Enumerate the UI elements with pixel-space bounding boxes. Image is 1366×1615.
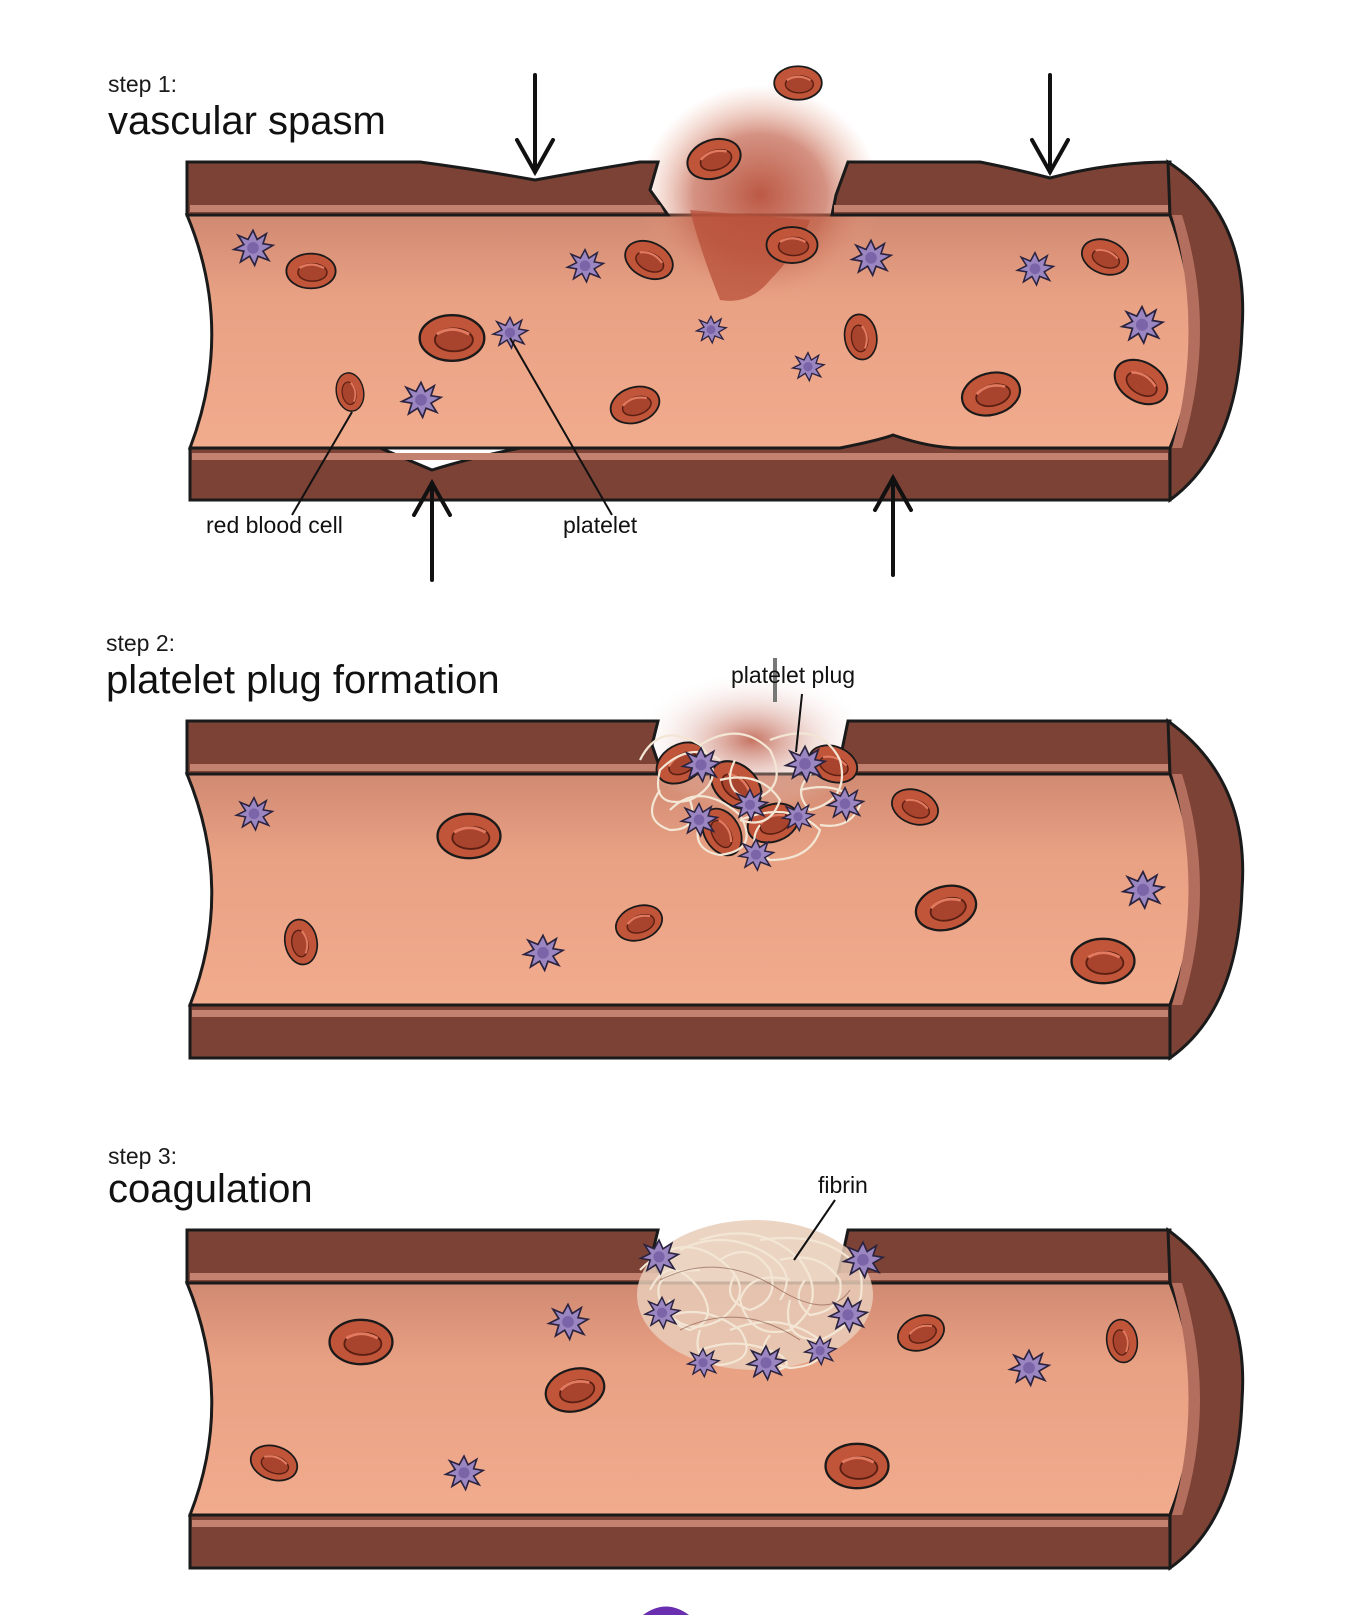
bleed-cloud [640, 85, 880, 305]
wall-highlight [192, 453, 1168, 460]
blood-vessel-3 [184, 1226, 1245, 1571]
arrow-up-icon [873, 473, 913, 577]
endcap-inner [1172, 774, 1200, 1005]
step-1-title: vascular spasm [108, 99, 386, 143]
platelet-plug [639, 732, 865, 872]
platelet-plug-leader [795, 693, 803, 753]
red-blood-cell-leader [291, 411, 353, 516]
blood-vessel-1 [184, 85, 1245, 503]
wall-highlight [190, 764, 662, 771]
red-blood-cell-icon [284, 252, 338, 290]
red-blood-cell-icon [765, 225, 819, 265]
red-blood-cell-icon [328, 1318, 394, 1366]
red-blood-cell-icon [418, 313, 486, 363]
vessel-wall-top-right [834, 719, 1172, 776]
fibrin-clot [637, 1220, 884, 1381]
red-blood-cell-label: red blood cell [206, 512, 343, 538]
endcap-inner [1172, 215, 1200, 448]
fibrin-label: fibrin [818, 1172, 868, 1198]
step-2-title: platelet plug formation [106, 658, 500, 702]
red-blood-cell-icon [772, 64, 824, 102]
arrow-up-icon [412, 478, 452, 582]
partial-purple-mark [643, 1606, 689, 1615]
wall-highlight [838, 764, 1168, 771]
step-3-section: step 3: coagulation [108, 1143, 1245, 1571]
step-1-section: step 1: vascular spasm [108, 64, 1245, 582]
step-1-label: step 1: [108, 71, 177, 97]
platelet-leader [509, 337, 613, 516]
wall-highlight [838, 1273, 1168, 1280]
wall-highlight [192, 1010, 1168, 1017]
vessel-wall-top-left [185, 719, 665, 776]
vessel-wall-bottom [188, 433, 1172, 502]
endcap-inner [1172, 1283, 1200, 1515]
step-3-label: step 3: [108, 1143, 177, 1169]
vessel-wall-top-left [185, 160, 671, 217]
arrow-down-icon [1030, 73, 1070, 177]
platelet-plug-label: platelet plug [731, 662, 855, 688]
clot-base [637, 1220, 873, 1370]
wall-highlight [192, 1520, 1168, 1527]
fibrin-mesh-icon [639, 732, 862, 862]
arrow-down-icon [515, 73, 555, 177]
vessel-lumen [184, 772, 1194, 1007]
platelet-label: platelet [563, 512, 638, 538]
wall-highlight [190, 1273, 662, 1280]
wall-highlight [190, 205, 664, 212]
red-blood-cell-icon [1070, 937, 1136, 985]
wall-highlight [834, 205, 1168, 212]
blood-vessel-2 [184, 670, 1245, 1061]
step-3-title: coagulation [108, 1167, 313, 1211]
red-blood-cell-icon [436, 812, 502, 860]
red-blood-cell-icon [824, 1442, 890, 1490]
step-2-label: step 2: [106, 630, 175, 656]
step-2-section: step 2: platelet plug formation [106, 630, 1245, 1061]
fibrin-leader [793, 1199, 836, 1261]
text-cursor-mark [773, 658, 777, 702]
